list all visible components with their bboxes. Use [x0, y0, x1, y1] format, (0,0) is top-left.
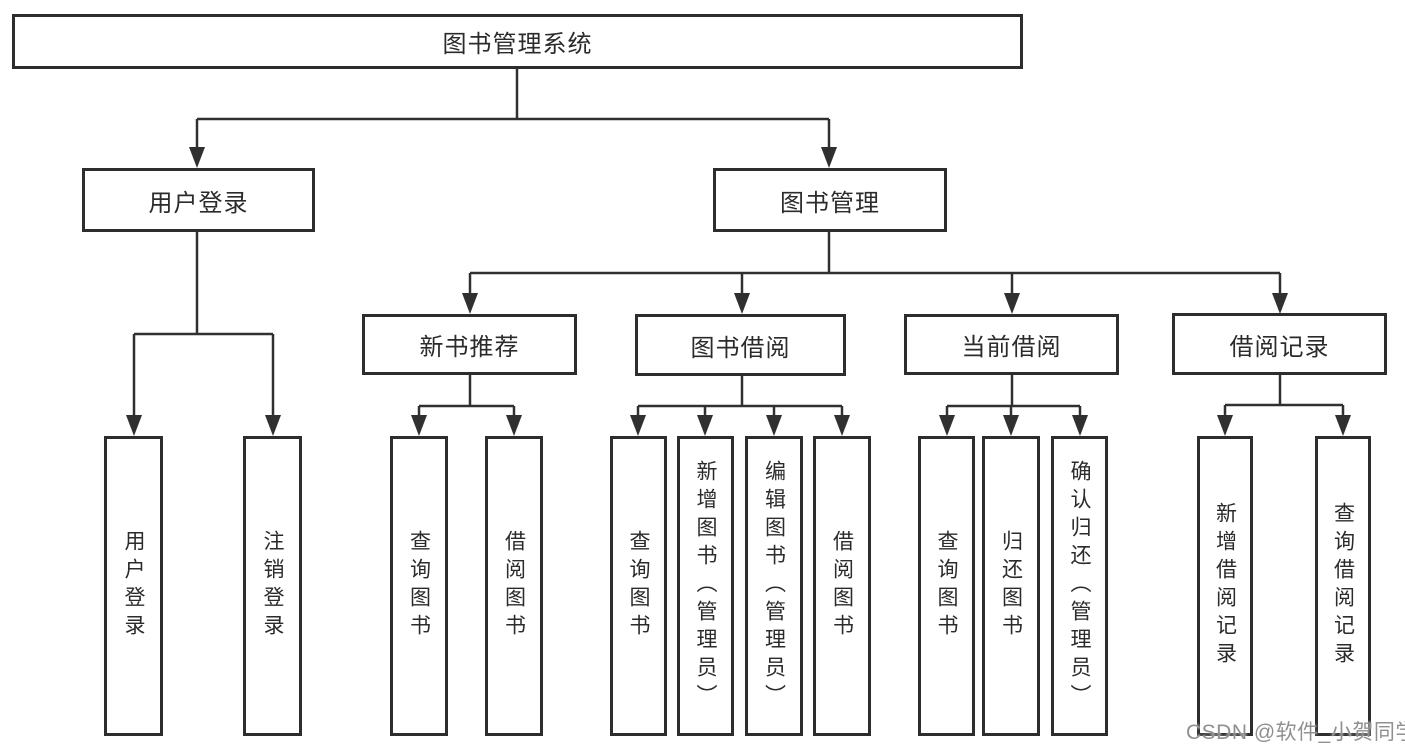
node-root-system: 图书管理系统 — [12, 14, 1023, 69]
connector-root-to-level2 — [189, 69, 837, 168]
node-borrow-records: 借阅记录 — [1172, 313, 1387, 375]
node-new-book-recommend: 新书推荐 — [362, 314, 577, 375]
leaf-borrow-books-label: 借阅图书 — [830, 530, 854, 642]
node-book-management: 图书管理 — [713, 168, 947, 232]
leaf-return-books: 归还图书 — [982, 436, 1040, 736]
connector-current-borrow-children — [939, 375, 1088, 436]
node-user-login-label: 用户登录 — [148, 189, 249, 217]
node-book-borrow: 图书借阅 — [635, 314, 846, 376]
node-book-borrow-label: 图书借阅 — [690, 334, 791, 362]
node-borrow-records-label: 借阅记录 — [1229, 333, 1330, 361]
node-new-book-recommend-label: 新书推荐 — [419, 334, 520, 361]
connector-book-borrow-children — [630, 376, 850, 436]
leaf-user-login: 用户登录 — [104, 436, 163, 736]
connector-user-login-children — [126, 232, 281, 436]
leaf-add-books-admin: 新增图书（管理员） — [677, 436, 734, 736]
node-user-login: 用户登录 — [82, 168, 315, 232]
leaf-add-books-admin-label: 新增图书（管理员） — [694, 460, 717, 712]
leaf-borrow-books: 借阅图书 — [813, 436, 871, 736]
leaf-query-books-borrow-label: 查询图书 — [627, 530, 650, 642]
csdn-watermark: CSDN @软件_小贺同学 — [1186, 721, 1405, 744]
leaf-borrow-books-recommend: 借阅图书 — [485, 436, 543, 736]
leaf-add-borrow-record-label: 新增借阅记录 — [1213, 502, 1237, 670]
node-current-borrow: 当前借阅 — [904, 314, 1119, 375]
connector-book-mgmt-children — [462, 232, 1288, 314]
leaf-edit-books-admin-label: 编辑图书（管理员） — [762, 460, 786, 712]
leaf-query-books-current-label: 查询图书 — [935, 530, 958, 642]
leaf-confirm-return-admin: 确认归还（管理员） — [1051, 436, 1108, 736]
leaf-query-books-recommend: 查询图书 — [390, 436, 448, 736]
leaf-query-borrow-record: 查询借阅记录 — [1315, 436, 1371, 736]
node-current-borrow-label: 当前借阅 — [961, 334, 1062, 361]
leaf-query-borrow-record-label: 查询借阅记录 — [1331, 502, 1355, 670]
leaf-add-borrow-record: 新增借阅记录 — [1197, 436, 1253, 736]
leaf-query-books-recommend-label: 查询图书 — [407, 530, 431, 642]
leaf-return-books-label: 归还图书 — [999, 530, 1023, 642]
leaf-borrow-books-recommend-label: 借阅图书 — [502, 530, 526, 642]
leaf-query-books-borrow: 查询图书 — [610, 436, 667, 736]
leaf-query-books-current: 查询图书 — [918, 436, 975, 736]
node-book-management-label: 图书管理 — [780, 189, 880, 217]
leaf-edit-books-admin: 编辑图书（管理员） — [745, 436, 803, 736]
leaf-logout: 注销登录 — [243, 436, 302, 736]
connector-new-books-children — [411, 375, 522, 436]
node-root-label: 图书管理系统 — [442, 31, 593, 58]
leaf-confirm-return-admin-label: 确认归还（管理员） — [1068, 460, 1091, 712]
leaf-user-login-label: 用户登录 — [122, 530, 145, 642]
connector-borrow-records-children — [1217, 375, 1351, 436]
leaf-logout-label: 注销登录 — [261, 530, 284, 642]
